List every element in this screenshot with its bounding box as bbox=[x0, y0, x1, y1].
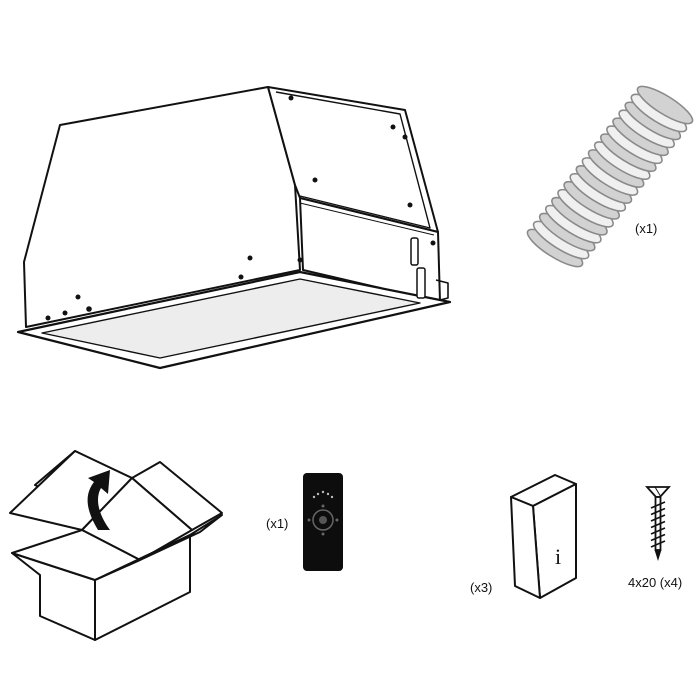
hose-ring bbox=[636, 85, 694, 125]
screw-thread bbox=[650, 501, 666, 509]
remote-quantity-label: (x1) bbox=[266, 516, 288, 531]
open-box-icon bbox=[9, 450, 223, 641]
screw-thread bbox=[650, 514, 666, 522]
manual-info-glyph: i bbox=[555, 544, 561, 569]
screw-thread bbox=[650, 520, 666, 529]
flexible-duct-hose-icon bbox=[526, 85, 694, 268]
screw-thread bbox=[650, 533, 666, 542]
screw-thread bbox=[650, 540, 666, 548]
screw-icon bbox=[644, 486, 672, 562]
screw-thread bbox=[650, 527, 666, 535]
screw-thread bbox=[650, 507, 666, 516]
instruction-manual-icon: i bbox=[510, 474, 577, 599]
manual-quantity-label: (x3) bbox=[470, 580, 492, 595]
range-hood-insert-icon bbox=[16, 86, 452, 370]
screw-spec-label: 4x20 (x4) bbox=[628, 575, 682, 590]
hose-quantity-label: (x1) bbox=[635, 221, 657, 236]
remote-control-icon bbox=[303, 473, 343, 571]
